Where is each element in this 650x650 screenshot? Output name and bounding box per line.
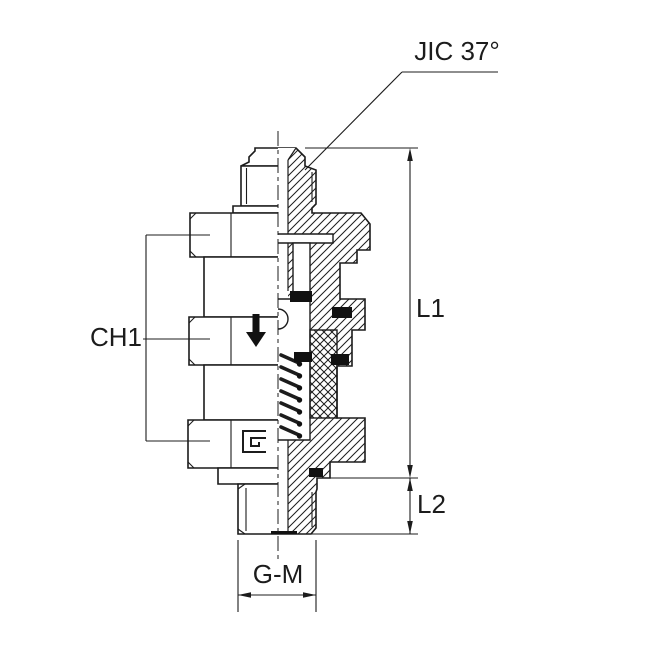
fitting-left-profile xyxy=(187,147,278,535)
fitting-section xyxy=(271,147,371,535)
flare-cone-37deg xyxy=(287,147,297,161)
label-l2: L2 xyxy=(417,489,446,519)
valve-spring xyxy=(279,353,303,439)
dimension-gm: G-M xyxy=(237,540,317,612)
washer-bottom xyxy=(217,467,278,485)
jic-nose-left xyxy=(240,147,278,167)
o-ring-seal-middle xyxy=(331,354,349,365)
label-gm: G-M xyxy=(253,559,304,589)
neck-upper xyxy=(203,256,278,318)
check-valve-poppet xyxy=(277,308,289,330)
dimension-l1: L1 xyxy=(305,147,445,479)
label-ch1: CH1 xyxy=(90,322,142,352)
spring-seat-seal xyxy=(294,352,312,362)
neck-lower xyxy=(203,364,278,421)
bulkhead-slot xyxy=(278,233,334,244)
o-ring-seal-lower xyxy=(309,468,323,477)
hex-nut-bottom xyxy=(187,419,278,469)
bore-end-edge xyxy=(271,531,297,534)
internal-passage xyxy=(292,242,311,300)
valve-sleeve-section xyxy=(309,329,338,419)
o-ring-seal-poppet xyxy=(290,291,312,302)
dimension-l2: L2 xyxy=(310,478,446,535)
dimension-ch1: CH1 xyxy=(90,234,210,442)
manufacturer-logo-icon xyxy=(242,430,266,453)
jic-washer-left xyxy=(232,205,278,214)
hex-nut-middle xyxy=(188,316,278,366)
flow-direction-arrow-icon xyxy=(246,314,266,347)
label-l1: L1 xyxy=(416,293,445,323)
o-ring-seal-upper xyxy=(332,307,352,318)
leader-jic: JIC 37° xyxy=(304,36,500,171)
label-jic: JIC 37° xyxy=(414,36,500,66)
g-thread-stub-left xyxy=(237,483,278,535)
